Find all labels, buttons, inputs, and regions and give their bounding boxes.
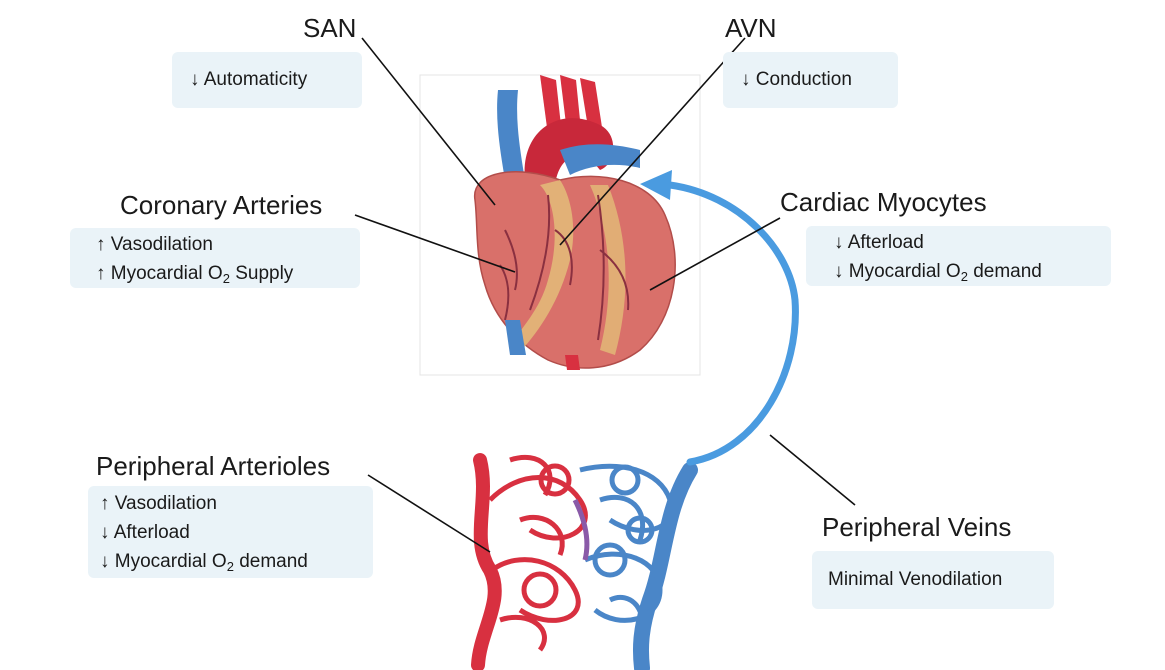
arterioles-effect-2: ↓ Afterload [100, 518, 373, 547]
leader-arterioles [368, 475, 490, 552]
san-effect: ↓ Automaticity [190, 65, 362, 94]
venous-return-arrow [670, 185, 795, 462]
vascular-network-illustration [478, 457, 690, 668]
myocytes-effect-2: ↓ Myocardial O2 demand [834, 257, 1111, 291]
avn-effect: ↓ Conduction [741, 65, 898, 94]
arterioles-effects-box: ↑ Vasodilation ↓ Afterload ↓ Myocardial … [88, 486, 373, 578]
coronary-effects-box: ↑ Vasodilation ↑ Myocardial O2 Supply [70, 228, 360, 288]
leader-san [362, 38, 495, 205]
red-capillaries [490, 457, 585, 650]
heart-illustration [475, 75, 676, 370]
san-effects-box: ↓ Automaticity [172, 52, 362, 108]
san-title: SAN [303, 13, 356, 43]
pulmonary-artery [560, 144, 640, 175]
myocytes-title: Cardiac Myocytes [780, 187, 987, 217]
arterioles-title: Peripheral Arterioles [96, 451, 330, 481]
myocytes-effects-box: ↓ Afterload ↓ Myocardial O2 demand [806, 226, 1111, 286]
coronary-effect-1: ↑ Vasodilation [96, 230, 360, 259]
venule-trunk [641, 470, 690, 668]
descending-aorta [565, 355, 580, 370]
superior-vena-cava [497, 90, 525, 180]
veins-effects-box: Minimal Venodilation [812, 551, 1054, 609]
coronary-title: Coronary Arteries [120, 190, 322, 220]
veins-title: Peripheral Veins [822, 512, 1011, 542]
myocytes-effect-1: ↓ Afterload [834, 228, 1111, 257]
avn-effects-box: ↓ Conduction [723, 52, 898, 108]
coronary-effect-2: ↑ Myocardial O2 Supply [96, 259, 360, 293]
veins-effect: Minimal Venodilation [828, 565, 1054, 594]
arterioles-effect-3: ↓ Myocardial O2 demand [100, 547, 373, 581]
arterioles-effect-1: ↑ Vasodilation [100, 489, 373, 518]
leader-veins [770, 435, 855, 505]
heart-body [475, 172, 676, 368]
arteriole-trunk [478, 460, 495, 665]
avn-title: AVN [725, 13, 777, 43]
